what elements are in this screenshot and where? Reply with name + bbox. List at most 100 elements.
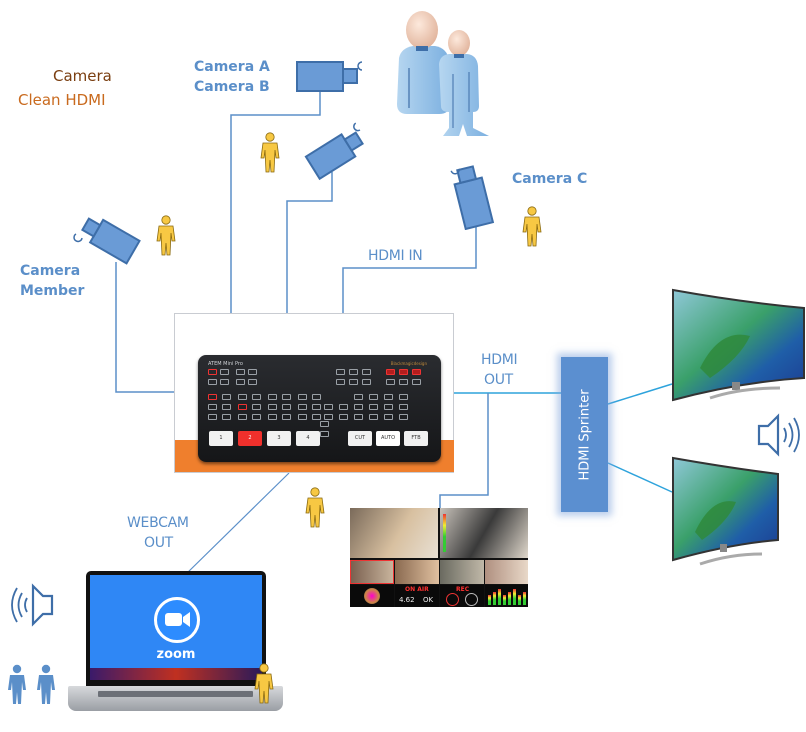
atem-key[interactable] [238, 414, 247, 420]
atem-key[interactable] [268, 414, 277, 420]
atem-key[interactable] [399, 379, 408, 385]
atem-key[interactable] [369, 394, 378, 400]
laptop-display: zoom [90, 575, 262, 680]
atem-key[interactable] [298, 404, 307, 410]
atem-key[interactable] [252, 394, 261, 400]
atem-key[interactable] [369, 414, 378, 420]
atem-key[interactable] [236, 379, 245, 385]
operator-person-icon [522, 206, 542, 247]
label-camera-a: Camera A [194, 59, 270, 75]
multiview-preview [350, 508, 438, 558]
atem-key[interactable] [384, 394, 393, 400]
atem-key[interactable] [399, 414, 408, 420]
atem-key[interactable] [268, 404, 277, 410]
atem-key[interactable] [238, 404, 247, 410]
atem-key[interactable] [268, 394, 277, 400]
zoom-wordmark: zoom [156, 647, 196, 662]
atem-mini-pro-switcher: ATEM Mini Pro Blackmagicdesign 1 2 3 4 C… [198, 355, 441, 462]
atem-key[interactable] [282, 414, 291, 420]
atem-key[interactable] [208, 394, 217, 400]
atem-key[interactable] [320, 431, 329, 437]
atem-key[interactable] [222, 394, 231, 400]
atem-key[interactable] [208, 379, 217, 385]
atem-key[interactable] [324, 404, 333, 410]
label-hdmi-out-1: HDMI [481, 352, 518, 368]
atem-key[interactable] [298, 394, 307, 400]
operator-person-icon [254, 663, 274, 704]
camera-b-icon [304, 122, 364, 181]
atem-key[interactable] [369, 404, 378, 410]
audio-meter-bar [523, 592, 526, 605]
atem-key[interactable] [412, 369, 421, 375]
atem-key[interactable] [252, 414, 261, 420]
atem-auto-button[interactable]: AUTO [376, 431, 400, 446]
atem-key[interactable] [349, 379, 358, 385]
atem-key[interactable] [399, 394, 408, 400]
atem-key[interactable] [349, 369, 358, 375]
atem-key[interactable] [362, 379, 371, 385]
atem-key[interactable] [354, 414, 363, 420]
atem-key[interactable] [238, 394, 247, 400]
multiview-audio-meters [485, 585, 528, 607]
atem-key[interactable] [208, 404, 217, 410]
multiview-monitor: ON AIR 4.62 OK REC [350, 508, 528, 607]
hdmi-splitter-box: HDMI Sprinter [561, 357, 608, 512]
wire-camera-c [342, 226, 477, 313]
atem-key[interactable] [339, 404, 348, 410]
atem-key[interactable] [336, 379, 345, 385]
atem-key[interactable] [220, 379, 229, 385]
wire-camera-a [230, 88, 321, 313]
atem-key[interactable] [248, 379, 257, 385]
atem-key[interactable] [298, 414, 307, 420]
atem-key[interactable] [384, 414, 393, 420]
atem-key[interactable] [222, 404, 231, 410]
remote-participant-icon [37, 664, 55, 704]
on-air-label: ON AIR [405, 586, 429, 593]
atem-key[interactable] [354, 404, 363, 410]
atem-input-button-1[interactable]: 1 [209, 431, 233, 446]
atem-key[interactable] [312, 394, 321, 400]
label-camera-c: Camera C [512, 171, 588, 187]
atem-input-button-3[interactable]: 3 [267, 431, 291, 446]
atem-key[interactable] [312, 404, 321, 410]
atem-key[interactable] [386, 369, 395, 375]
atem-ftb-button[interactable]: FTB [404, 431, 428, 446]
laptop-base [68, 686, 283, 711]
atem-key[interactable] [339, 414, 348, 420]
atem-input-button-2[interactable]: 2 [238, 431, 262, 446]
camera-member-icon [73, 217, 141, 265]
atem-key[interactable] [354, 394, 363, 400]
atem-key[interactable] [282, 404, 291, 410]
atem-key[interactable] [222, 414, 231, 420]
multiview-status-rec: REC [440, 585, 484, 607]
atem-key[interactable] [220, 369, 229, 375]
multiview-input-1 [350, 560, 394, 584]
label-camera-member-1: Camera [20, 263, 81, 279]
atem-key[interactable] [399, 404, 408, 410]
label-webcam-out-2: OUT [144, 535, 173, 551]
atem-cut-button[interactable]: CUT [348, 431, 372, 446]
zoom-logo-icon [154, 597, 200, 643]
atem-key[interactable] [336, 369, 345, 375]
multiview-status-onair: ON AIR 4.62 OK [395, 585, 439, 607]
atem-key[interactable] [362, 369, 371, 375]
audio-meter-bar [518, 595, 521, 605]
atem-key[interactable] [386, 379, 395, 385]
atem-key[interactable] [312, 414, 321, 420]
multiview-input-2 [395, 560, 439, 584]
atem-key[interactable] [208, 414, 217, 420]
atem-key[interactable] [248, 369, 257, 375]
atem-key[interactable] [282, 394, 291, 400]
tv-display-icon [672, 456, 779, 566]
atem-key[interactable] [399, 369, 408, 375]
atem-key[interactable] [252, 404, 261, 410]
multiview-media [350, 585, 394, 607]
atem-key[interactable] [208, 369, 217, 375]
atem-key[interactable] [320, 421, 329, 427]
atem-key[interactable] [236, 369, 245, 375]
atem-key[interactable] [384, 404, 393, 410]
atem-key[interactable] [412, 379, 421, 385]
atem-input-button-4[interactable]: 4 [296, 431, 320, 446]
wire-camera-member [115, 262, 175, 393]
atem-key[interactable] [324, 414, 333, 420]
